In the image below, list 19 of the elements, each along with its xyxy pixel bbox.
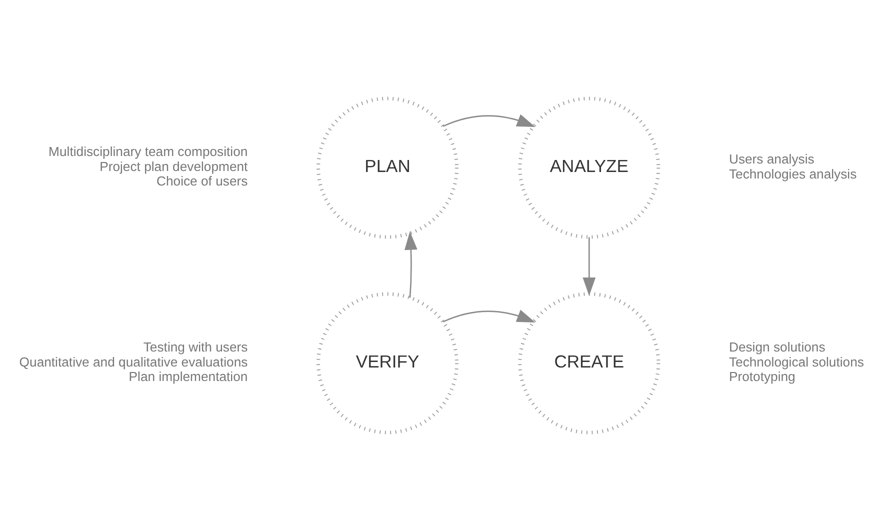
node-label: Quantitative and qualitative evaluations (19, 354, 248, 370)
arrow (404, 231, 418, 298)
node-circle: ANALYZE (518, 96, 660, 239)
node-circle: CREATE (518, 292, 660, 434)
node-label: Choice of users (156, 174, 248, 189)
arrow (442, 310, 536, 322)
node-label: Prototyping (728, 369, 796, 384)
node-circle: VERIFY (316, 292, 459, 434)
node-label: Users analysis (728, 151, 814, 166)
node-label: Technologies analysis (728, 166, 857, 182)
node-label: Technological solutions (728, 354, 864, 370)
node-label: Design solutions (728, 339, 826, 354)
node-circle: PLAN (316, 96, 459, 239)
arrow (442, 114, 536, 127)
node-label: Testing with users (143, 339, 248, 354)
arrow (582, 237, 596, 296)
node-label: Plan implementation (128, 369, 248, 384)
node-label: Project plan development (100, 158, 248, 174)
node-label: Multidisciplinary team composition (48, 144, 248, 159)
